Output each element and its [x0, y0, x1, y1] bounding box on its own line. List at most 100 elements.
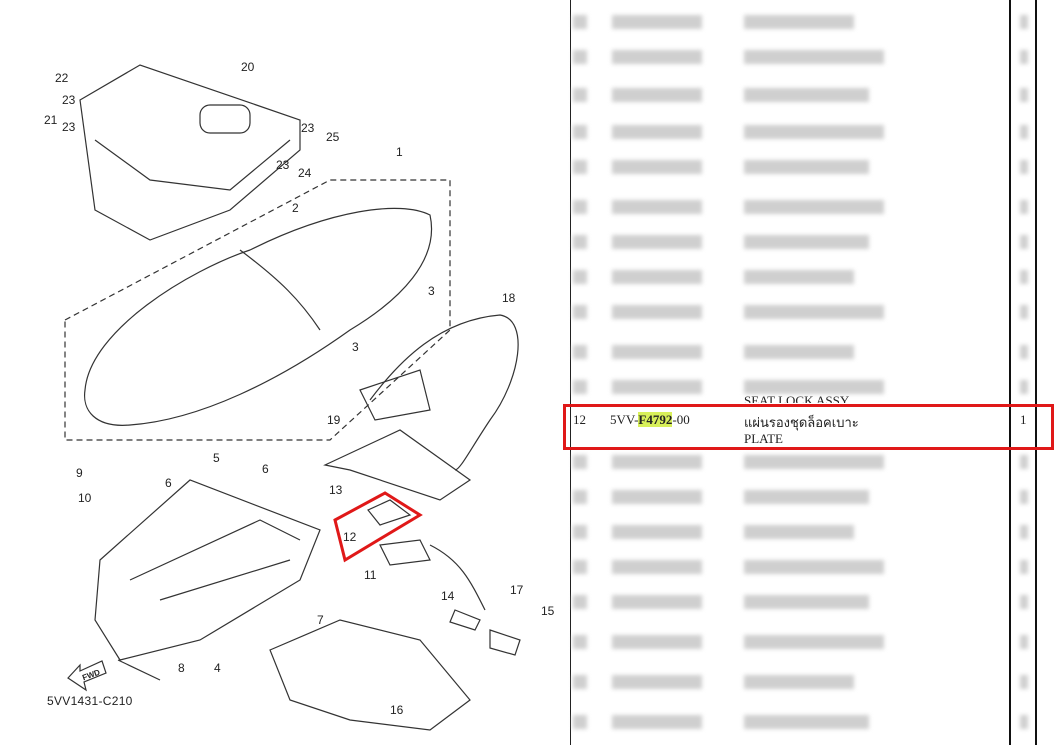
- blurred-table-cell: [744, 490, 869, 504]
- blurred-table-cell: [573, 595, 587, 609]
- basket: [79, 64, 301, 241]
- blurred-table-cell: [573, 200, 587, 214]
- callout-15: 15: [541, 604, 555, 618]
- blurred-table-cell: [612, 345, 702, 359]
- blurred-table-cell: [573, 305, 587, 319]
- blurred-table-cell: [573, 15, 587, 29]
- blurred-table-cell: [744, 525, 854, 539]
- part-search-highlight: F4792: [638, 412, 673, 427]
- callout-23: 23: [62, 120, 76, 134]
- blurred-table-cell: [612, 270, 702, 284]
- blurred-table-cell: [612, 380, 702, 394]
- blurred-table-cell: [612, 595, 702, 609]
- callout-13: 13: [329, 483, 343, 497]
- blurred-table-cell: [744, 50, 884, 64]
- callout-5: 5: [213, 451, 220, 465]
- grab-bar: [369, 314, 519, 471]
- blurred-table-cell: [744, 15, 854, 29]
- diagram-code: 5VV1431-C210: [47, 694, 133, 708]
- callout-21: 21: [44, 113, 58, 127]
- blurred-table-cell: [1020, 235, 1028, 249]
- description-thai: แผ่นรองชุดล็อคเบาะ: [744, 415, 859, 430]
- blurred-table-cell: [1020, 715, 1028, 729]
- blurred-table-cell: [612, 50, 702, 64]
- blurred-table-cell: [744, 595, 869, 609]
- callout-24: 24: [298, 166, 312, 180]
- blurred-table-cell: [612, 715, 702, 729]
- callout-12: 12: [343, 530, 357, 544]
- blurred-table-cell: [612, 525, 702, 539]
- callout-23: 23: [62, 93, 76, 107]
- callout-10: 10: [78, 491, 92, 505]
- blurred-table-cell: [1020, 595, 1028, 609]
- column-divider: [1009, 0, 1011, 745]
- blurred-table-cell: [1020, 160, 1028, 174]
- blurred-table-cell: [1020, 635, 1028, 649]
- blurred-table-cell: [744, 380, 884, 394]
- callout-11: 11: [364, 568, 377, 582]
- blurred-table-cell: [573, 345, 587, 359]
- blurred-table-cell: [573, 490, 587, 504]
- blurred-table-cell: [1020, 305, 1028, 319]
- seat-dashed-outline: [64, 179, 451, 441]
- callout-3: 3: [352, 340, 359, 354]
- blurred-table-cell: [1020, 88, 1028, 102]
- blurred-table-cell: [612, 125, 702, 139]
- ref-number: 12: [573, 412, 586, 427]
- blurred-table-cell: [612, 235, 702, 249]
- blurred-table-cell: [612, 635, 702, 649]
- blurred-table-cell: [612, 675, 702, 689]
- callout-9: 9: [76, 466, 83, 480]
- diagram-drawing: [64, 64, 521, 731]
- part-prefix: 5VV-: [610, 412, 639, 427]
- blurred-table-cell: [744, 635, 884, 649]
- blurred-table-cell: [1020, 380, 1028, 394]
- blurred-table-cell: [1020, 560, 1028, 574]
- blurred-table-cell: [1020, 455, 1028, 469]
- callout-16: 16: [390, 703, 404, 717]
- blurred-table-cell: [1020, 525, 1028, 539]
- plate-part-12: [367, 499, 412, 526]
- part-12-highlight: [333, 491, 423, 563]
- blurred-table-cell: [744, 715, 869, 729]
- blurred-table-cell: [573, 525, 587, 539]
- blurred-table-cell: [1020, 675, 1028, 689]
- quantity: 1: [1020, 412, 1027, 427]
- callout-17: 17: [510, 583, 524, 597]
- blurred-table-cell: [744, 88, 869, 102]
- part-number: 5VV-F4792-00: [610, 412, 690, 428]
- callout-1: 1: [396, 145, 403, 159]
- blurred-table-cell: [1020, 15, 1028, 29]
- callout-2: 2: [292, 201, 299, 215]
- callout-23: 23: [276, 158, 290, 172]
- blurred-table-cell: [744, 160, 869, 174]
- callout-22: 22: [55, 71, 69, 85]
- blurred-table-cell: [612, 160, 702, 174]
- blurred-table-cell: [612, 490, 702, 504]
- callout-4: 4: [214, 661, 221, 675]
- blurred-table-cell: [573, 235, 587, 249]
- blurred-table-cell: [744, 235, 869, 249]
- seat: [84, 207, 433, 426]
- blurred-table-cell: [573, 635, 587, 649]
- blurred-table-cell: [1020, 490, 1028, 504]
- blurred-table-cell: [573, 125, 587, 139]
- blurred-table-cell: [1020, 345, 1028, 359]
- callout-23: 23: [301, 121, 315, 135]
- blurred-table-cell: [612, 15, 702, 29]
- callout-18: 18: [502, 291, 516, 305]
- blurred-table-cell: [1020, 270, 1028, 284]
- blurred-table-cell: [744, 200, 884, 214]
- callout-7: 7: [317, 613, 324, 627]
- callout-8: 8: [178, 661, 185, 675]
- blurred-table-cell: [573, 715, 587, 729]
- column-divider: [1035, 0, 1037, 745]
- blurred-table-cell: [744, 455, 884, 469]
- blurred-table-cell: [573, 380, 587, 394]
- blurred-table-cell: [1020, 50, 1028, 64]
- blurred-table-cell: [744, 125, 884, 139]
- callout-6: 6: [165, 476, 172, 490]
- blurred-table-cell: [612, 200, 702, 214]
